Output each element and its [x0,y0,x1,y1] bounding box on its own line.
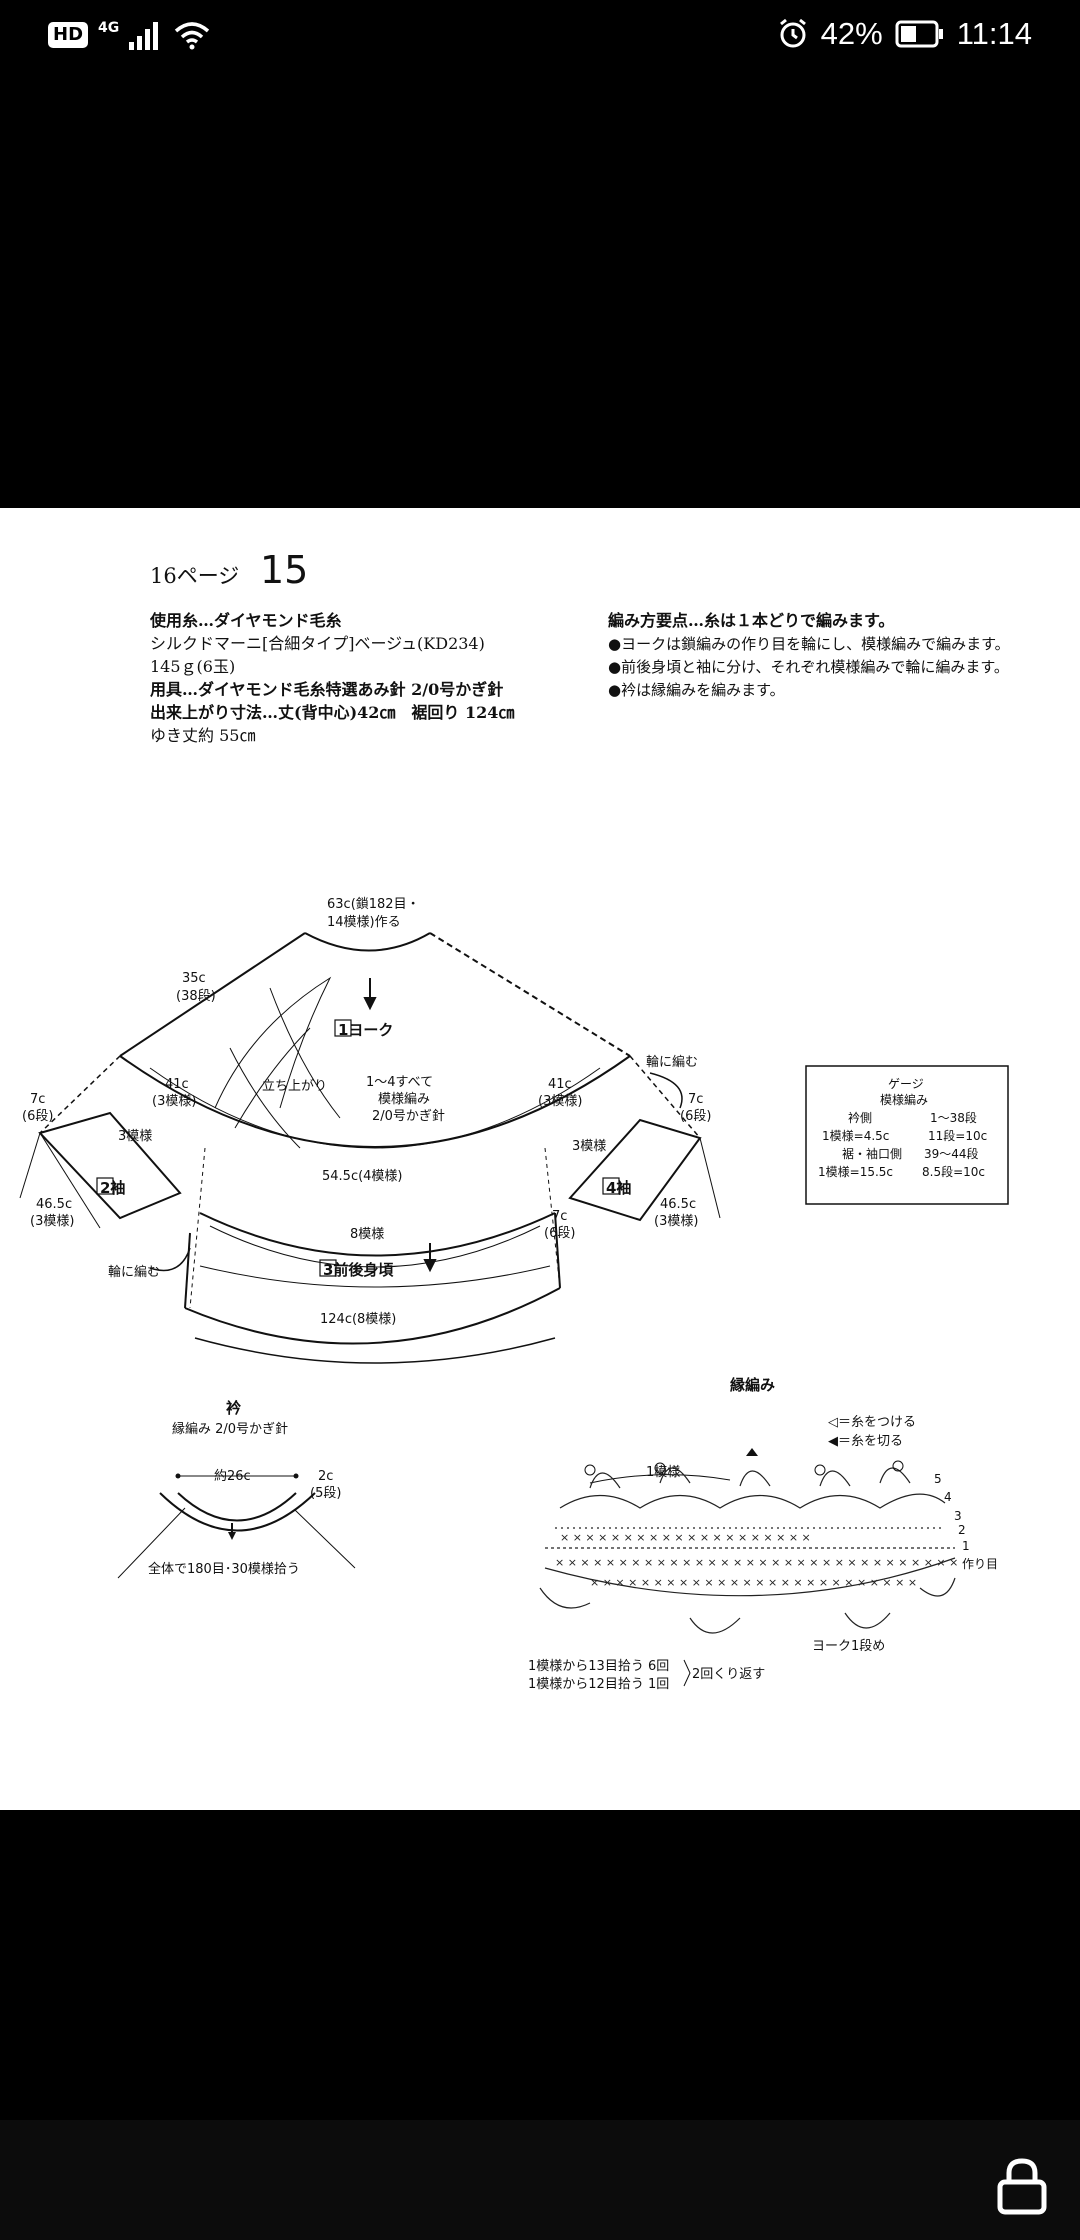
label-l46b: (3模様) [30,1214,74,1229]
edging-chart: 縁編み ◁＝糸をつける ◀＝糸を切る 1模様 × × × [528,1376,998,1692]
label-note1: 1～4すべて [366,1075,433,1090]
collar-rows: (5段) [310,1486,341,1501]
bottom-bar [0,2120,1080,2240]
edging-row-2: 2 [958,1523,966,1537]
label-l46: 46.5c [36,1197,72,1212]
gauge-r0c0: 衿側 [848,1110,872,1125]
collar-diagram: 衿 縁編み 2/0号かぎ針 約26c 2c (5段) 全体で180目･30模様拾… [117,1399,356,1579]
edging-legend-1: ◁＝糸をつける [828,1415,916,1430]
clock: 11:14 [956,16,1032,51]
label-r46b: (3模様) [654,1214,698,1229]
alarm-icon [779,18,806,48]
label-l3m: 3模様 [118,1129,152,1144]
diagram-labels: 63c(鎖182目・ 14模様)作る 35c (38段) 1ヨーク 立ち上がり … [22,896,711,1327]
pattern-page-image[interactable]: 16ページ 15 使用糸…ダイヤモンド毛糸 シルクドマーニ[合細タイプ]ベージュ… [0,508,1080,1810]
label-r3m: 3模様 [572,1139,606,1154]
status-left: HD 4G [48,20,211,50]
label-wa-right: 輪に編む [646,1054,698,1070]
svg-text:× × × × × × × × × × × × × × ×: × × × × × × × × × × × × × × × × × × × × … [590,1576,917,1589]
label-r41: 41c [548,1077,572,1092]
materials-line-5: ゆき丈約 55㎝ [150,726,255,745]
label-r62: (6段) [544,1226,575,1241]
label-sleeve-left: 2袖 [100,1179,125,1197]
label-wa-left: 輪に編む [108,1264,160,1280]
label-38rows: (38段) [176,989,216,1004]
label-r46: 46.5c [660,1197,696,1212]
svg-text:× × × × × × × × × × × × × × ×: × × × × × × × × × × × × × × × × × × × × … [555,1556,958,1569]
page-ref: 16ページ [150,564,239,588]
materials-line-1: シルクドマーニ[合細タイプ]ベージュ(KD234) [150,634,485,653]
edging-pick-1: 1模様から13目拾う 6回 [528,1659,669,1674]
label-l6: (6段) [22,1109,53,1124]
gauge-r3c0: 1模様=15.5c [818,1165,893,1179]
gauge-r3c1: 8.5段=10c [922,1164,985,1179]
edging-title: 縁編み [730,1376,775,1394]
gauge-box: ゲージ 模様編み 衿側 1～38段 1模様=4.5c 11段=10c 裾・袖口側… [805,1065,1009,1205]
svg-text:× × × × × × × × × × × ×: × × × × × × × × × × × × × × × × × × × × [560,1531,811,1544]
collar-pick: 全体で180目･30模様拾う [148,1561,300,1577]
label-r7c: 7c [688,1092,703,1107]
label-sleeve-right: 4袖 [606,1179,631,1197]
materials-line-3: 用具…ダイヤモンド毛糸特選あみ針 2/0号かぎ針 [150,680,503,699]
label-top1: 63c(鎖182目・ [327,896,420,912]
wifi-icon [175,22,210,50]
edging-foundation: 作り目 [962,1557,998,1571]
label-r41b: (3模様) [538,1094,582,1109]
gauge-r2c0: 裾・袖口側 [842,1146,902,1161]
materials-line-2: 145ｇ(6玉) [150,657,235,676]
label-545: 54.5c(4模様) [322,1169,403,1184]
label-top2: 14模様)作る [327,915,401,930]
label-r6: (6段) [680,1109,711,1124]
edging-repeat: 2回くり返す [692,1667,765,1682]
points-line-2: ●前後身頃と袖に分け、それぞれ模様編みで輪に編みます。 [608,658,1009,676]
points-line-3: ●衿は縁編みを編みます。 [608,681,785,699]
edging-row-4: 4 [944,1490,952,1504]
pattern-diagram: 16ページ 15 使用糸…ダイヤモンド毛糸 シルクドマーニ[合細タイプ]ベージュ… [19,548,1010,1692]
collar-title: 衿 [226,1399,241,1417]
label-124c: 124c(8模様) [320,1312,396,1327]
gauge-title: ゲージ [888,1077,924,1091]
status-right: 42% 11:14 [777,16,1032,52]
hd-badge: HD [48,22,89,48]
label-l41: 41c [165,1077,189,1092]
status-bar: HD 4G 42% 11:14 [0,0,1080,80]
battery-percent: 42% [820,16,883,51]
edging-legend-2: ◀＝糸を切る [828,1434,903,1449]
label-yoke: 1ヨーク [338,1021,393,1039]
gauge-r2c1: 39～44段 [924,1146,979,1161]
materials-line-4: 出来上がり寸法…丈(背中心)42㎝ 裾回り 124㎝ [150,703,514,722]
network-type: 4G [98,20,120,36]
edging-row-1: 1 [962,1539,970,1553]
lock-icon[interactable] [994,2156,1050,2216]
edging-pick-2: 1模様から12目拾う 1回 [528,1677,669,1692]
label-r7c2: 7c [552,1209,567,1224]
collar-height: 2c [318,1469,333,1484]
battery-icon [895,20,943,48]
label-note2: 模様編み [378,1091,430,1107]
label-l41b: (3模様) [152,1094,196,1109]
signal-icon [129,22,159,50]
pattern-number: 15 [260,548,308,592]
label-35c: 35c [182,971,206,986]
gauge-sub: 模様編み [880,1092,928,1107]
edging-row-3: 3 [954,1509,962,1523]
label-l7c: 7c [30,1092,45,1107]
garment-diagram [19,932,721,1364]
materials-line-0: 使用糸…ダイヤモンド毛糸 [149,611,342,630]
points-line-1: ●ヨークは鎖編みの作り目を輪にし、模様編みで編みます。 [608,635,1010,653]
collar-sub: 縁編み 2/0号かぎ針 [172,1421,288,1437]
label-note3: 2/0号かぎ針 [372,1109,445,1124]
gauge-r1c1: 11段=10c [928,1128,987,1143]
label-tachiagari: 立ち上がり [262,1079,327,1094]
edging-row-5: 5 [934,1472,942,1486]
label-8m: 8模様 [350,1227,384,1242]
edging-yoke-row: ヨーク1段め [812,1639,885,1654]
gauge-r1c0: 1模様=4.5c [822,1129,889,1143]
points-line-0: 編み方要点…糸は１本どりで編みます。 [608,611,894,630]
label-body: 3前後身頃 [323,1261,394,1279]
gauge-r0c1: 1～38段 [930,1110,977,1125]
collar-width: 約26c [214,1469,251,1484]
